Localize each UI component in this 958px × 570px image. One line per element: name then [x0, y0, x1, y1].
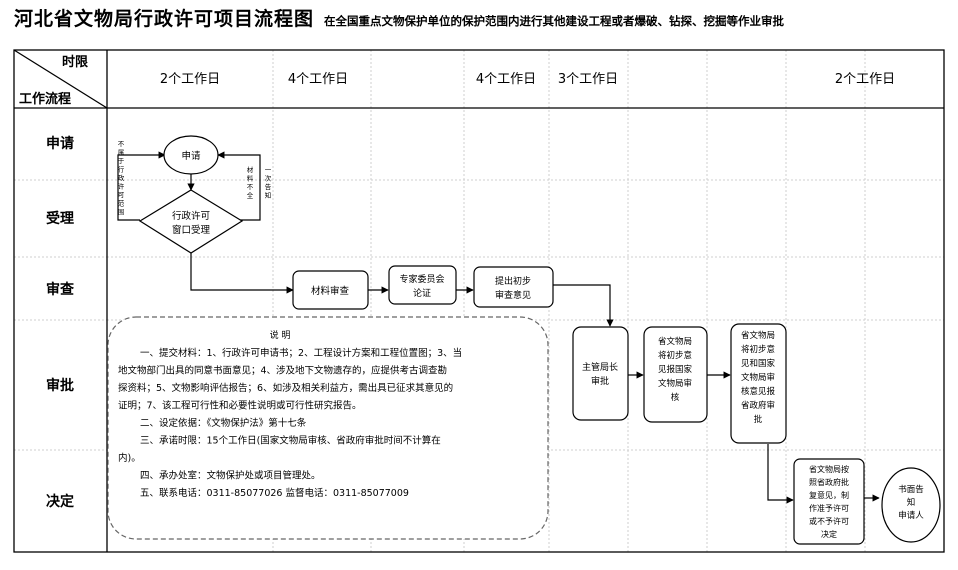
apply-node-label: 申请 [181, 150, 201, 162]
decision-node-line-5: 或不予许可 [809, 516, 849, 526]
report-provincial-node-line-5: 核意见报 [741, 386, 776, 397]
report-provincial-node-line-7: 批 [754, 414, 763, 425]
preliminary-opinion-node [473, 266, 554, 308]
notes-line-4: 证明；7、该工程可行性和必要性说明或可行性研究报告。 [118, 400, 362, 412]
notes-line-3: 探资料；5、文物影响评估报告；6、如涉及相关利益方，需出具已征求其意见的 [118, 382, 453, 394]
notes-line-7: 内)。 [118, 452, 141, 464]
accept-decision-node [138, 189, 244, 254]
time-limit-2: 4个工作日 [288, 72, 348, 87]
title-row: 河北省文物局行政许可项目流程图 在全国重点文物保护单位的保护范围内进行其他建设工… [14, 4, 784, 38]
time-limit-5: 2个工作日 [835, 72, 895, 87]
decision-node-line-6: 决定 [821, 529, 837, 539]
not-in-scope-char-4: 行 [118, 165, 125, 174]
not-in-scope-char-9: 围 [118, 208, 125, 216]
time-limit-3: 4个工作日 [476, 72, 536, 87]
time-limit-1: 2个工作日 [160, 72, 220, 87]
corner-process-label: 工作流程 [19, 91, 71, 107]
incomplete-char-4: 全 [247, 191, 254, 200]
material-review-label: 材料审查 [311, 285, 350, 297]
decision-node-line-3: 复意见，制 [809, 490, 849, 500]
notes-body: 一、提交材料：1、行政许可申请书；2、工程设计方案和工程位置图；3、当地文物部门… [118, 347, 462, 499]
accept-node-line-2: 窗口受理 [172, 224, 211, 236]
report-provincial-node-line-1: 省文物局 [741, 330, 775, 341]
notify-once-char-1: 一 [265, 166, 272, 174]
notes-heading: 说 明 [270, 329, 291, 341]
row-label-apply: 申请 [46, 135, 74, 152]
row-label-decide: 决定 [46, 493, 74, 510]
notify-applicant-node [881, 467, 941, 543]
report-national-node-line-5: 核 [671, 392, 680, 403]
report-national-node-line-2: 将初步意 [658, 350, 692, 361]
not-in-scope-char-1: 不 [118, 140, 125, 148]
decision-node-line-4: 作准予许可 [809, 503, 849, 513]
preliminary-node-line-1: 提出初步 [495, 275, 531, 287]
notes-line-9: 五、联系电话：0311-85077026 监督电话：0311-85077009 [140, 487, 409, 499]
not-in-scope-char-6: 许 [118, 182, 125, 191]
expert-node-line-1: 专家委员会 [399, 273, 444, 285]
director-node-line-1: 主管局长 [582, 361, 618, 373]
not-in-scope-char-2: 属 [118, 149, 125, 157]
notes-line-1: 一、提交材料：1、行政许可申请书；2、工程设计方案和工程位置图；3、当 [140, 347, 462, 359]
not-in-scope-char-8: 范 [118, 199, 125, 208]
report-provincial-node-line-6: 省政府审 [741, 400, 775, 411]
report-national-node [643, 326, 708, 423]
time-limit-4: 3个工作日 [558, 72, 618, 87]
report-provincial-node-line-2: 将初步意 [741, 344, 775, 355]
notify-once-char-3: 告 [265, 182, 272, 191]
report-provincial-node [730, 323, 787, 444]
report-provincial-node-line-4: 文物局审 [741, 372, 775, 383]
incomplete-char-3: 不 [247, 183, 254, 191]
incomplete-char-2: 料 [247, 174, 254, 183]
notes-line-8: 四、承办处室：文物保护处或项目管理处。 [140, 470, 321, 482]
report-national-node-line-4: 文物局审 [658, 378, 692, 389]
connectors [117, 151, 880, 504]
director-node-line-2: 审批 [591, 375, 609, 387]
not-in-scope-char-5: 政 [118, 173, 125, 182]
page-subtitle: 在全国重点文物保护单位的保护范围内进行其他建设工程或者爆破、钻探、挖掘等作业审批 [324, 14, 785, 28]
report-national-node-line-1: 省文物局 [658, 336, 692, 347]
decision-node-line-2: 照省政府批 [809, 477, 849, 487]
row-label-review: 审查 [46, 281, 75, 298]
report-national-node-line-3: 见报国家 [658, 364, 693, 375]
notify-node-line-2: 知 [907, 497, 916, 508]
director-approval-node [572, 326, 629, 421]
corner-time-label: 时限 [62, 54, 89, 70]
row-label-accept: 受理 [46, 210, 74, 227]
not-in-scope-char-3: 于 [118, 157, 125, 165]
report-provincial-node-line-3: 见和国家 [741, 358, 776, 369]
decision-node-line-1: 省文物局按 [809, 464, 849, 474]
not-in-scope-char-7: 可 [118, 191, 125, 199]
grid-frame [13, 49, 945, 553]
preliminary-node-line-2: 审查意见 [495, 289, 531, 301]
expert-node-line-2: 论证 [413, 287, 431, 299]
apply-node [163, 135, 219, 175]
page-title: 河北省文物局行政许可项目流程图 [14, 8, 315, 30]
notes-line-2: 地文物部门出具的同意书面意见；4、涉及地下文物遗存的，应提供考古调查勘 [118, 365, 447, 377]
notes-line-5: 二、设定依据：《文物保护法》第十七条 [140, 417, 307, 429]
notify-once-char-4: 知 [265, 191, 272, 200]
notes-box [107, 316, 549, 540]
notify-node-line-1: 书面告 [898, 484, 924, 495]
row-label-approve: 审批 [46, 377, 74, 394]
notify-once-char-2: 次 [265, 174, 272, 183]
material-review-node [292, 270, 369, 310]
incomplete-char-1: 材 [247, 165, 254, 174]
accept-node-line-1: 行政许可 [172, 210, 210, 222]
decision-node [793, 458, 865, 545]
expert-review-node [388, 265, 457, 305]
notes-line-6: 三、承诺时限：15个工作日(国家文物局审核、省政府审批时间不计算在 [140, 435, 441, 447]
notify-node-line-3: 申请人 [898, 510, 924, 521]
